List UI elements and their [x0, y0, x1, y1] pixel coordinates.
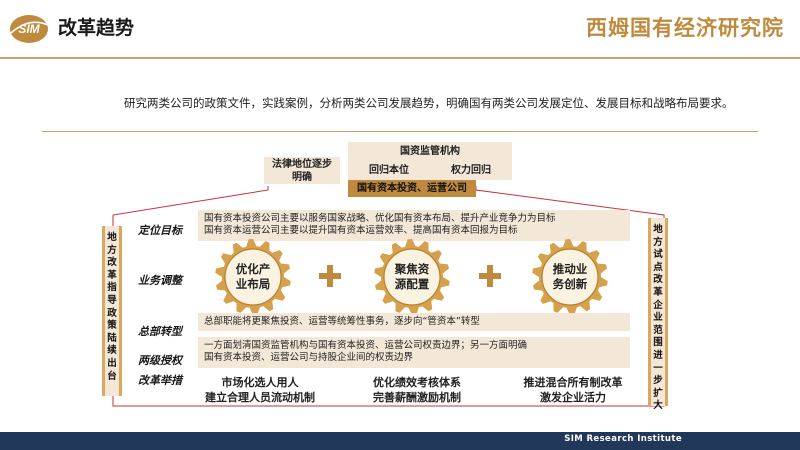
supervisor-label: 国资监管机构: [400, 146, 460, 157]
measure-2-line1: 优化绩效考核体系: [373, 376, 461, 389]
positioning-line1: 国有资本投资公司主要以服务国家战略、优化国有资本布局、提升产业竞争力为目标: [204, 213, 556, 224]
measure-1: 市场化选人用人 建立合理人员流动机制: [190, 375, 330, 405]
hq-textbox: 总部职能将更聚焦投资、运营等统筹性事务，逐步向“管资本”转型: [198, 313, 630, 331]
measure-1-line2: 建立合理人员流动机制: [205, 391, 315, 404]
page-title: 改革趋势: [58, 17, 135, 39]
left-bar-char: 续: [107, 345, 117, 357]
gear-2-line2: 源配置: [394, 277, 430, 291]
return-label: 回归本位: [369, 165, 409, 176]
positioning-label: 定位目标: [138, 224, 182, 237]
brand-name: 西姆国有经济研究院: [586, 16, 784, 40]
sim-logo: SIM: [10, 15, 49, 43]
measure-2: 优化绩效考核体系 完善薪酬激励机制: [347, 375, 487, 405]
gear-3-line2: 务创新: [552, 277, 588, 291]
measure-1-line1: 市场化选人用人: [221, 376, 299, 389]
hq-label: 总部转型: [138, 325, 182, 338]
right-bar-char: 进: [653, 349, 663, 361]
gear-1-line2: 业布局: [235, 277, 271, 291]
right-bar-char: 革: [653, 286, 663, 298]
measures-label: 改革举措: [138, 374, 182, 387]
legal-status-line1: 法律地位逐步: [272, 158, 332, 170]
measure-3: 推进混合所有制改革 激发企业活力: [503, 375, 643, 405]
left-bar-char: 陆: [107, 332, 117, 344]
legal-status-line2: 明确: [292, 171, 312, 183]
right-bar-char: 一: [653, 362, 663, 374]
left-bar-char: 出: [107, 357, 117, 369]
footer-text: SIM Research Institute: [564, 434, 682, 444]
footer-bar: [0, 432, 800, 450]
left-bar-char: 台: [107, 370, 117, 382]
header-divider: [0, 57, 800, 59]
authority-textbox: 一方面划清国资监管机构与国有资本投资、运营公司权责边界；另一方面明确 国有资本投…: [198, 337, 630, 368]
right-bar-char: 地: [653, 224, 663, 235]
return-box: 回归本位 权力回归: [348, 161, 512, 180]
authority-label: 两级授权: [138, 354, 182, 367]
right-bar-char: 业: [653, 312, 663, 324]
company-label: 国有资本投资、运营公司: [357, 183, 467, 194]
positioning-textbox: 国有资本投资公司主要以服务国家战略、优化国有资本布局、提升产业竞争力为目标 国有…: [198, 210, 630, 241]
gear-resource-allocation: 聚焦资源配置: [372, 237, 452, 317]
gear-1-line1: 优化产: [235, 262, 271, 276]
gear-icon: [215, 239, 291, 315]
left-bar-char: 指: [107, 282, 117, 294]
right-bar-char: 范: [653, 324, 663, 336]
legal-status-box: 法律地位逐步 明确: [264, 157, 340, 184]
right-bar-char: 企: [653, 299, 663, 311]
hq-text: 总部职能将更聚焦投资、运营等统筹性事务，逐步向“管资本”转型: [204, 316, 480, 327]
business-label: 业务调整: [138, 274, 182, 287]
right-bar-char: 方: [653, 236, 663, 248]
measure-2-line2: 完善薪酬激励机制: [373, 391, 461, 404]
right-bar-char: 大: [653, 400, 663, 412]
left-bar-char: 地: [107, 232, 117, 243]
intro-text: 研究两类公司的政策文件，实践案例，分析两类公司发展趋势，明确国有两类公司发展定位…: [124, 96, 734, 110]
left-bar-char: 导: [107, 294, 117, 306]
left-bar-char: 政: [107, 307, 117, 319]
gear-2-line1: 聚焦资: [394, 262, 430, 276]
gear-business-innovation: 推动业务创新: [530, 237, 610, 317]
company-box: 国有资本投资、运营公司: [348, 180, 476, 197]
gear-industry-layout: 优化产业布局: [213, 237, 293, 317]
right-pilot-bar: 地方试点改革企业范围进一步扩大: [648, 218, 668, 411]
left-bar-char: 革: [107, 269, 117, 281]
power-label: 权力回归: [451, 165, 491, 176]
positioning-line2: 国有资本运营公司主要以提升国有资本运营效率、提高国有资本回报为目标: [204, 225, 518, 236]
right-bar-char: 扩: [653, 387, 663, 399]
left-policy-bar: 地方改革指导政策陆续出台: [102, 226, 122, 396]
right-bar-char: 试: [653, 249, 663, 261]
authority-line1: 一方面划清国资监管机构与国有资本投资、运营公司权责边界；另一方面明确: [204, 340, 528, 351]
right-bar-char: 点: [653, 261, 663, 273]
left-bar-char: 策: [107, 320, 117, 332]
right-bar-char: 步: [653, 375, 663, 387]
gear-3-line1: 推动业: [552, 262, 588, 276]
left-bar-char: 改: [107, 257, 117, 269]
authority-line2: 国有资本投资、运营公司与持股企业间的权责边界: [204, 352, 414, 363]
left-bar-char: 方: [107, 244, 117, 256]
supervisor-box: 国资监管机构: [348, 142, 512, 161]
logo-text: SIM: [18, 22, 40, 36]
plus-icon: [319, 265, 341, 287]
measure-3-line1: 推进混合所有制改革: [523, 376, 623, 389]
measure-3-line2: 激发企业活力: [540, 391, 606, 404]
section-divider: [42, 131, 758, 132]
right-bar-char: 围: [653, 337, 663, 349]
gear-icon: [532, 239, 608, 315]
right-bar-char: 改: [653, 274, 663, 286]
gear-icon: [374, 239, 450, 315]
plus-icon: [479, 265, 501, 287]
